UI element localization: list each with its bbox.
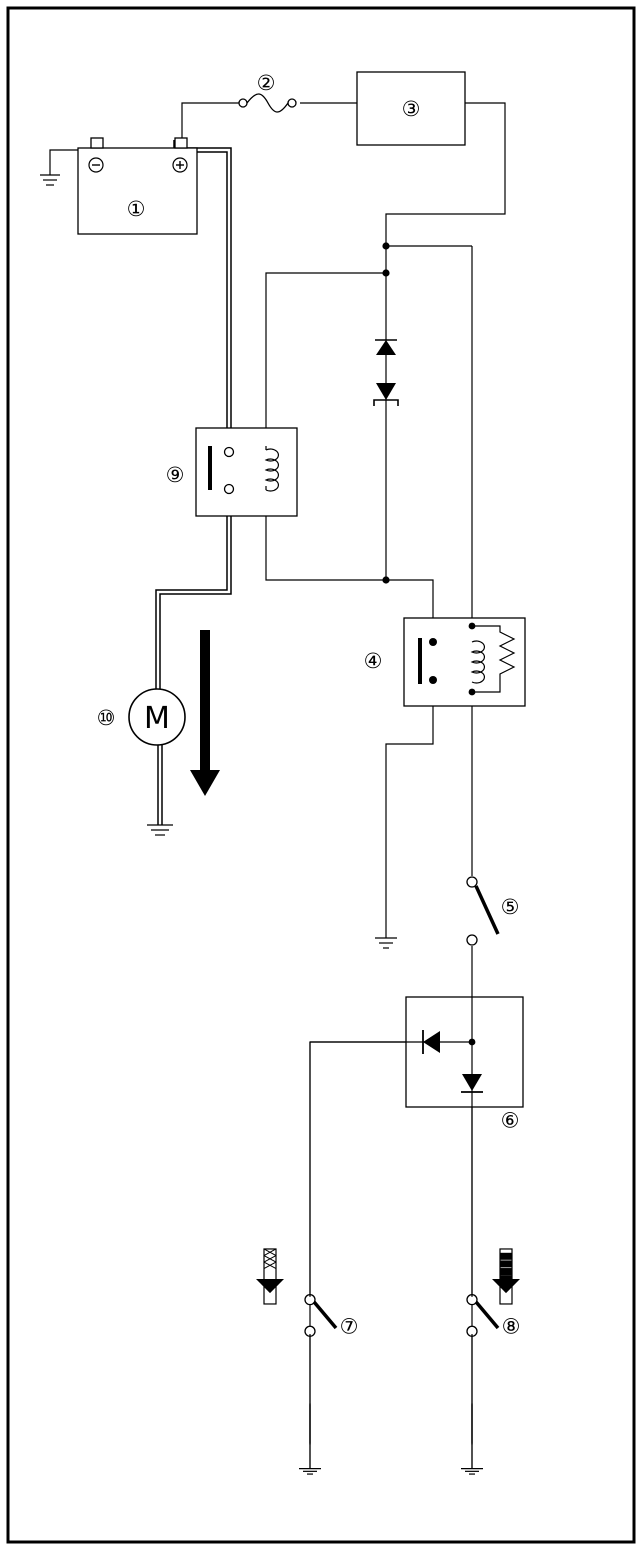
relay-9: ⑨ bbox=[166, 427, 298, 517]
current-flow-arrow-icon bbox=[190, 630, 220, 796]
motor-symbol: M bbox=[144, 701, 170, 736]
label-switch7: ⑦ bbox=[340, 1314, 359, 1338]
hatched-arrow-left-icon bbox=[256, 1248, 284, 1305]
switch-8: ⑧ bbox=[466, 1107, 521, 1469]
switch-7: ⑦ bbox=[304, 1042, 359, 1469]
diagram-frame bbox=[6, 6, 636, 1544]
label-fuse: ② bbox=[257, 71, 276, 95]
label-relay9: ⑨ bbox=[166, 463, 185, 487]
striped-arrow-right-icon bbox=[492, 1248, 520, 1305]
diode-pair bbox=[373, 339, 399, 406]
label-block3: ③ bbox=[402, 97, 421, 121]
label-unit6: ⑥ bbox=[501, 1108, 520, 1132]
label-relay4: ④ bbox=[364, 649, 383, 673]
switch-5: ⑤ bbox=[466, 876, 520, 946]
label-switch8: ⑧ bbox=[502, 1314, 521, 1338]
ground-relay4 bbox=[375, 937, 397, 949]
fuse: ② bbox=[238, 71, 297, 113]
motor: M ⑩ bbox=[97, 688, 186, 836]
ground-switch7 bbox=[299, 1468, 321, 1475]
label-motor10: ⑩ bbox=[97, 706, 116, 730]
label-switch5: ⑤ bbox=[501, 895, 520, 919]
battery: ① bbox=[40, 137, 198, 235]
junction-dots bbox=[382, 242, 390, 584]
label-battery: ① bbox=[127, 197, 146, 221]
block-3: ③ bbox=[356, 71, 466, 146]
unit-6: ⑥ bbox=[310, 996, 524, 1132]
ground-switch8 bbox=[461, 1468, 483, 1475]
relay-4: ④ bbox=[364, 617, 526, 707]
